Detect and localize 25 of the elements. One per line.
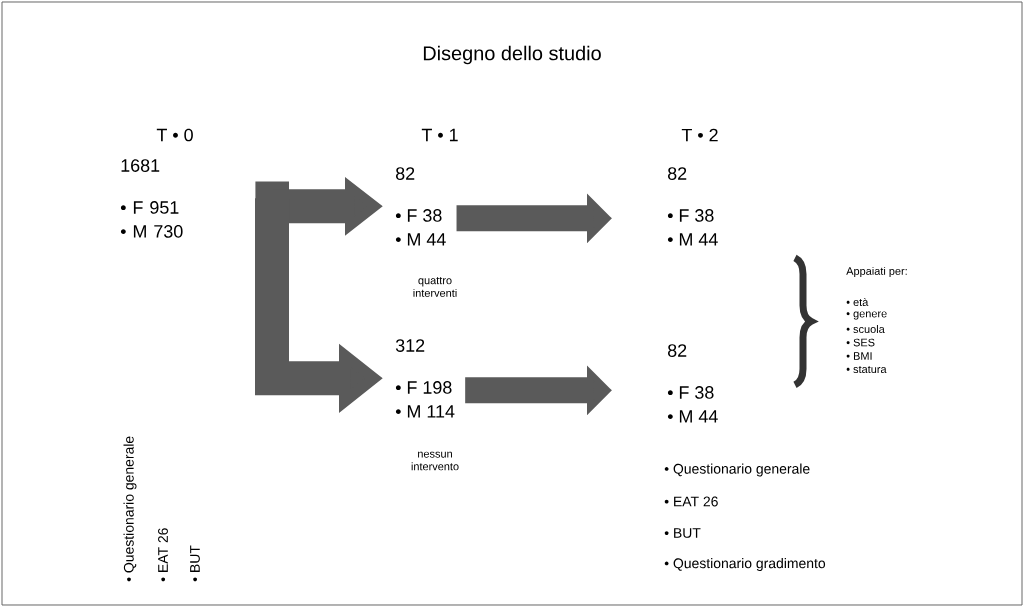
list-item: • EAT 26: [158, 528, 168, 582]
list-item: • scuola: [846, 324, 885, 333]
column-heading: T • 2: [681, 128, 718, 142]
group-text: 1681 • F 951 • M 730: [120, 159, 183, 238]
group-text: 312 • F 198 • M 114: [395, 339, 455, 418]
list-item: • EAT 26: [664, 496, 718, 507]
list-item: • Questionario generale: [123, 436, 137, 582]
column-heading: T • 1: [421, 128, 458, 142]
group-text: 82 • F 38 • M 44: [395, 167, 446, 246]
list-item: • Questionario generale: [664, 463, 810, 477]
note-text: nessun intervento: [411, 451, 459, 471]
list-item: • genere: [846, 311, 887, 320]
list-item: • SES: [846, 338, 875, 347]
list-item: • età: [846, 297, 869, 307]
group-text: 82 • F 38 • M 44: [667, 167, 718, 246]
list-item: • BUT: [664, 528, 701, 538]
list-item: • Questionario gradimento: [664, 558, 826, 571]
group-text: 82 • F 38 • M 44: [667, 344, 718, 423]
note-text: quattro interventi: [413, 277, 457, 297]
column-heading: T • 0: [156, 128, 193, 142]
title: Disegno dello studio: [423, 45, 601, 65]
list-item: • BUT: [190, 545, 200, 582]
list-item: • BMI: [846, 352, 872, 360]
list-item: • statura: [846, 365, 887, 374]
list-heading: Appaiati per:: [846, 266, 907, 278]
